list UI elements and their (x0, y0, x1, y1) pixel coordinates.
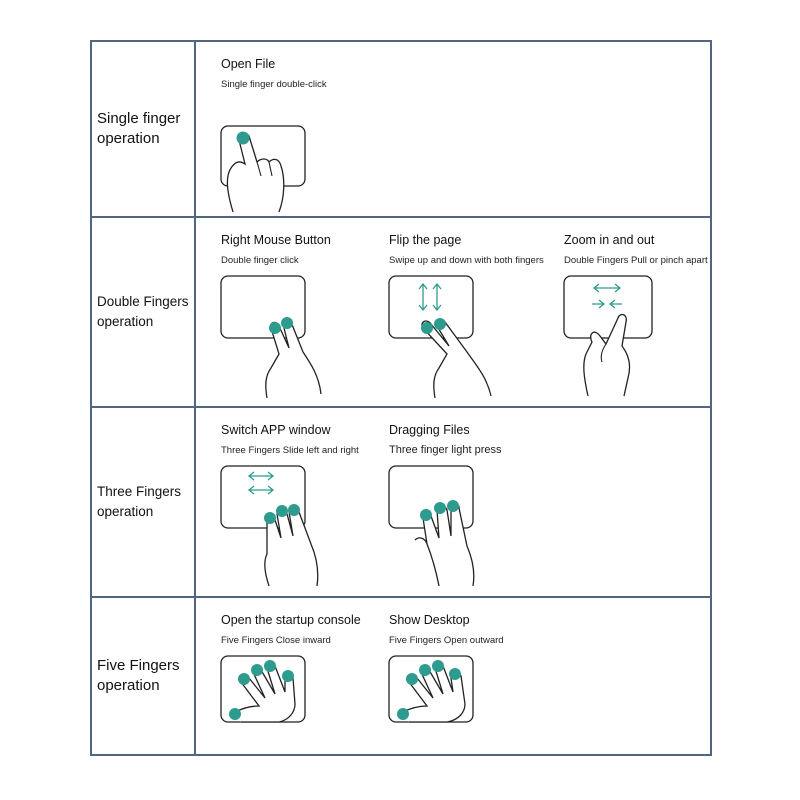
three-finger-swipe-icon (220, 465, 319, 587)
row-five-fingers: Five Fingers operation Open the startup … (92, 596, 710, 754)
gesture-title: Show Desktop (389, 613, 470, 627)
gesture-desc: Single finger double-click (221, 79, 327, 90)
row-label-text: Three Fingers operation (97, 484, 182, 519)
row-single-finger: Single finger operation Open File Single… (92, 42, 710, 216)
gesture-desc: Three finger light press (389, 444, 502, 456)
row-label: Double Fingers operation (92, 218, 196, 406)
gesture-zoom-in-and-out: Zoom in and out Double Fingers Pull or p… (563, 218, 734, 398)
pinch-zoom-icon (563, 275, 653, 397)
gesture-desc: Double finger click (221, 255, 299, 266)
single-finger-tap-icon (220, 125, 306, 213)
gesture-title: Switch APP window (221, 423, 331, 437)
gesture-title: Dragging Files (389, 423, 470, 437)
gesture-flip-the-page: Flip the page Swipe up and down with bot… (388, 218, 559, 399)
gesture-desc: Five Fingers Close inward (221, 635, 331, 646)
two-finger-scroll-icon (388, 275, 492, 399)
row-label-text: Double Fingers operation (97, 294, 189, 329)
gesture-title: Flip the page (389, 233, 462, 247)
gesture-desc: Five Fingers Open outward (389, 635, 504, 646)
horizontal-arrows-icon (247, 471, 275, 495)
row-double-fingers: Double Fingers operation Right Mouse But… (92, 216, 710, 406)
gesture-right-mouse-button: Right Mouse Button Double finger click (220, 218, 391, 399)
three-finger-press-icon (388, 465, 475, 587)
gesture-title: Open File (221, 57, 276, 71)
five-finger-pinch-in-icon (220, 655, 306, 723)
gesture-title: Zoom in and out (564, 233, 655, 247)
row-label: Five Fingers operation (92, 598, 196, 754)
gesture-open-the-startup-console: Open the startup console Five Fingers Cl… (220, 598, 391, 756)
gesture-title: Open the startup console (221, 613, 361, 627)
horizontal-arrows-icon (592, 283, 622, 309)
gesture-desc: Three Fingers Slide left and right (221, 445, 359, 456)
vertical-arrows-icon (418, 282, 442, 312)
gesture-title: Right Mouse Button (221, 233, 331, 247)
gesture-show-desktop: Show Desktop Five Fingers Open outward (388, 598, 559, 756)
gesture-desc: Double Fingers Pull or pinch apart (564, 255, 708, 266)
gesture-open-file: Open File Single finger double-click (220, 42, 391, 222)
five-finger-spread-icon (388, 655, 474, 723)
row-label-text: Single finger operation (97, 110, 181, 147)
row-label: Three Fingers operation (92, 408, 196, 596)
gesture-desc: Swipe up and down with both fingers (389, 255, 544, 266)
gesture-switch-app-window: Switch APP window Three Fingers Slide le… (220, 408, 391, 588)
row-label: Single finger operation (92, 42, 196, 216)
two-finger-click-icon (220, 275, 322, 399)
row-label-text: Five Fingers operation (97, 657, 180, 694)
gesture-table: Single finger operation Open File Single… (90, 40, 712, 756)
gesture-dragging-files: Dragging Files Three finger light press (388, 408, 559, 588)
row-three-fingers: Three Fingers operation Switch APP windo… (92, 406, 710, 596)
